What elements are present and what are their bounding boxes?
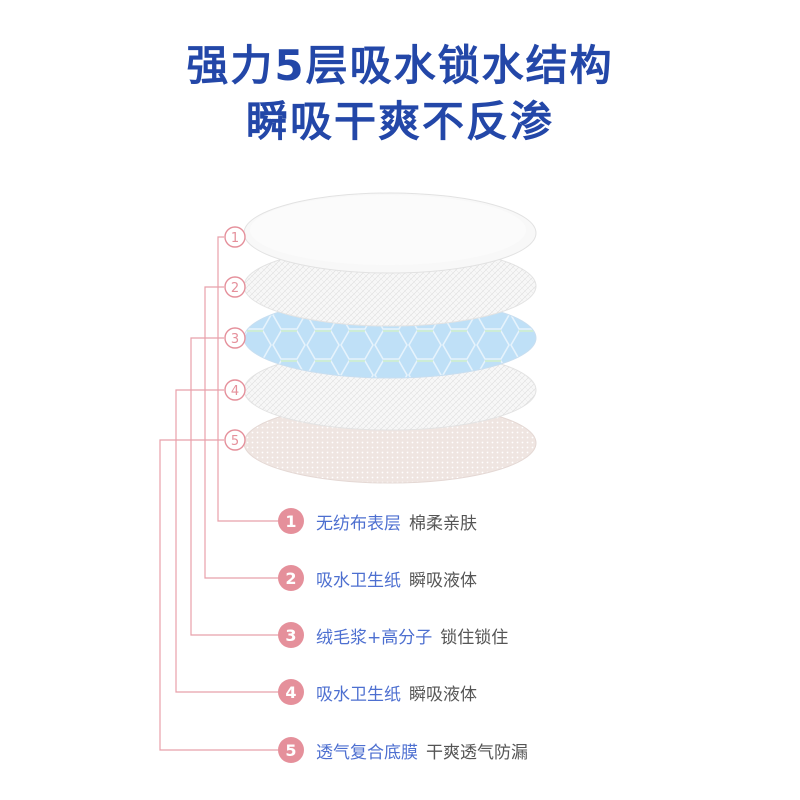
layer-desc: 瞬吸液体 <box>409 570 477 591</box>
legend-row-3: 3 绒毛浆+高分子锁住锁住 <box>278 621 508 649</box>
diagram-badge-3: 3 <box>224 327 246 349</box>
layer-name: 吸水卫生纸 <box>316 684 401 705</box>
legend-badge-2: 2 <box>278 565 304 591</box>
legend-badge-1: 1 <box>278 508 304 534</box>
disc-1 <box>243 192 537 274</box>
headline: 强力5层吸水锁水结构 瞬吸干爽不反渗 <box>0 38 800 150</box>
svg-text:4: 4 <box>231 384 239 399</box>
layer-desc: 瞬吸液体 <box>409 684 477 705</box>
legend-badge-5: 5 <box>278 737 304 763</box>
svg-text:5: 5 <box>231 434 239 449</box>
layer-desc: 棉柔亲肤 <box>409 513 477 534</box>
diagram-badge-1: 1 <box>224 226 246 248</box>
layer-desc: 干爽透气防漏 <box>426 742 528 763</box>
legend-badge-4: 4 <box>278 679 304 705</box>
layer-name: 吸水卫生纸 <box>316 570 401 591</box>
legend-row-4: 4 吸水卫生纸瞬吸液体 <box>278 678 477 706</box>
legend-row-2: 2 吸水卫生纸瞬吸液体 <box>278 564 477 592</box>
legend-row-1: 1 无纺布表层棉柔亲肤 <box>278 507 477 535</box>
layer-name: 无纺布表层 <box>316 513 401 534</box>
connector-line-1 <box>217 236 278 522</box>
layer-name: 绒毛浆+高分子 <box>316 627 433 648</box>
layer-desc: 锁住锁住 <box>440 627 509 648</box>
diagram-badge-2: 2 <box>224 276 246 298</box>
connector-line-5 <box>159 439 278 751</box>
legend-row-5: 5 透气复合底膜干爽透气防漏 <box>278 736 528 764</box>
connector-line-4 <box>175 389 278 693</box>
svg-text:1: 1 <box>231 231 239 246</box>
svg-text:2: 2 <box>231 281 239 296</box>
title-line-2: 瞬吸干爽不反渗 <box>245 97 554 146</box>
title-line-1: 强力5层吸水锁水结构 <box>186 41 614 90</box>
diagram-badge-4: 4 <box>224 379 246 401</box>
svg-text:3: 3 <box>231 332 239 347</box>
connector-line-2 <box>204 286 278 579</box>
connector-line-3 <box>190 337 278 636</box>
legend-badge-3: 3 <box>278 622 304 648</box>
layer-name: 透气复合底膜 <box>316 742 418 763</box>
diagram-badge-5: 5 <box>224 429 246 451</box>
